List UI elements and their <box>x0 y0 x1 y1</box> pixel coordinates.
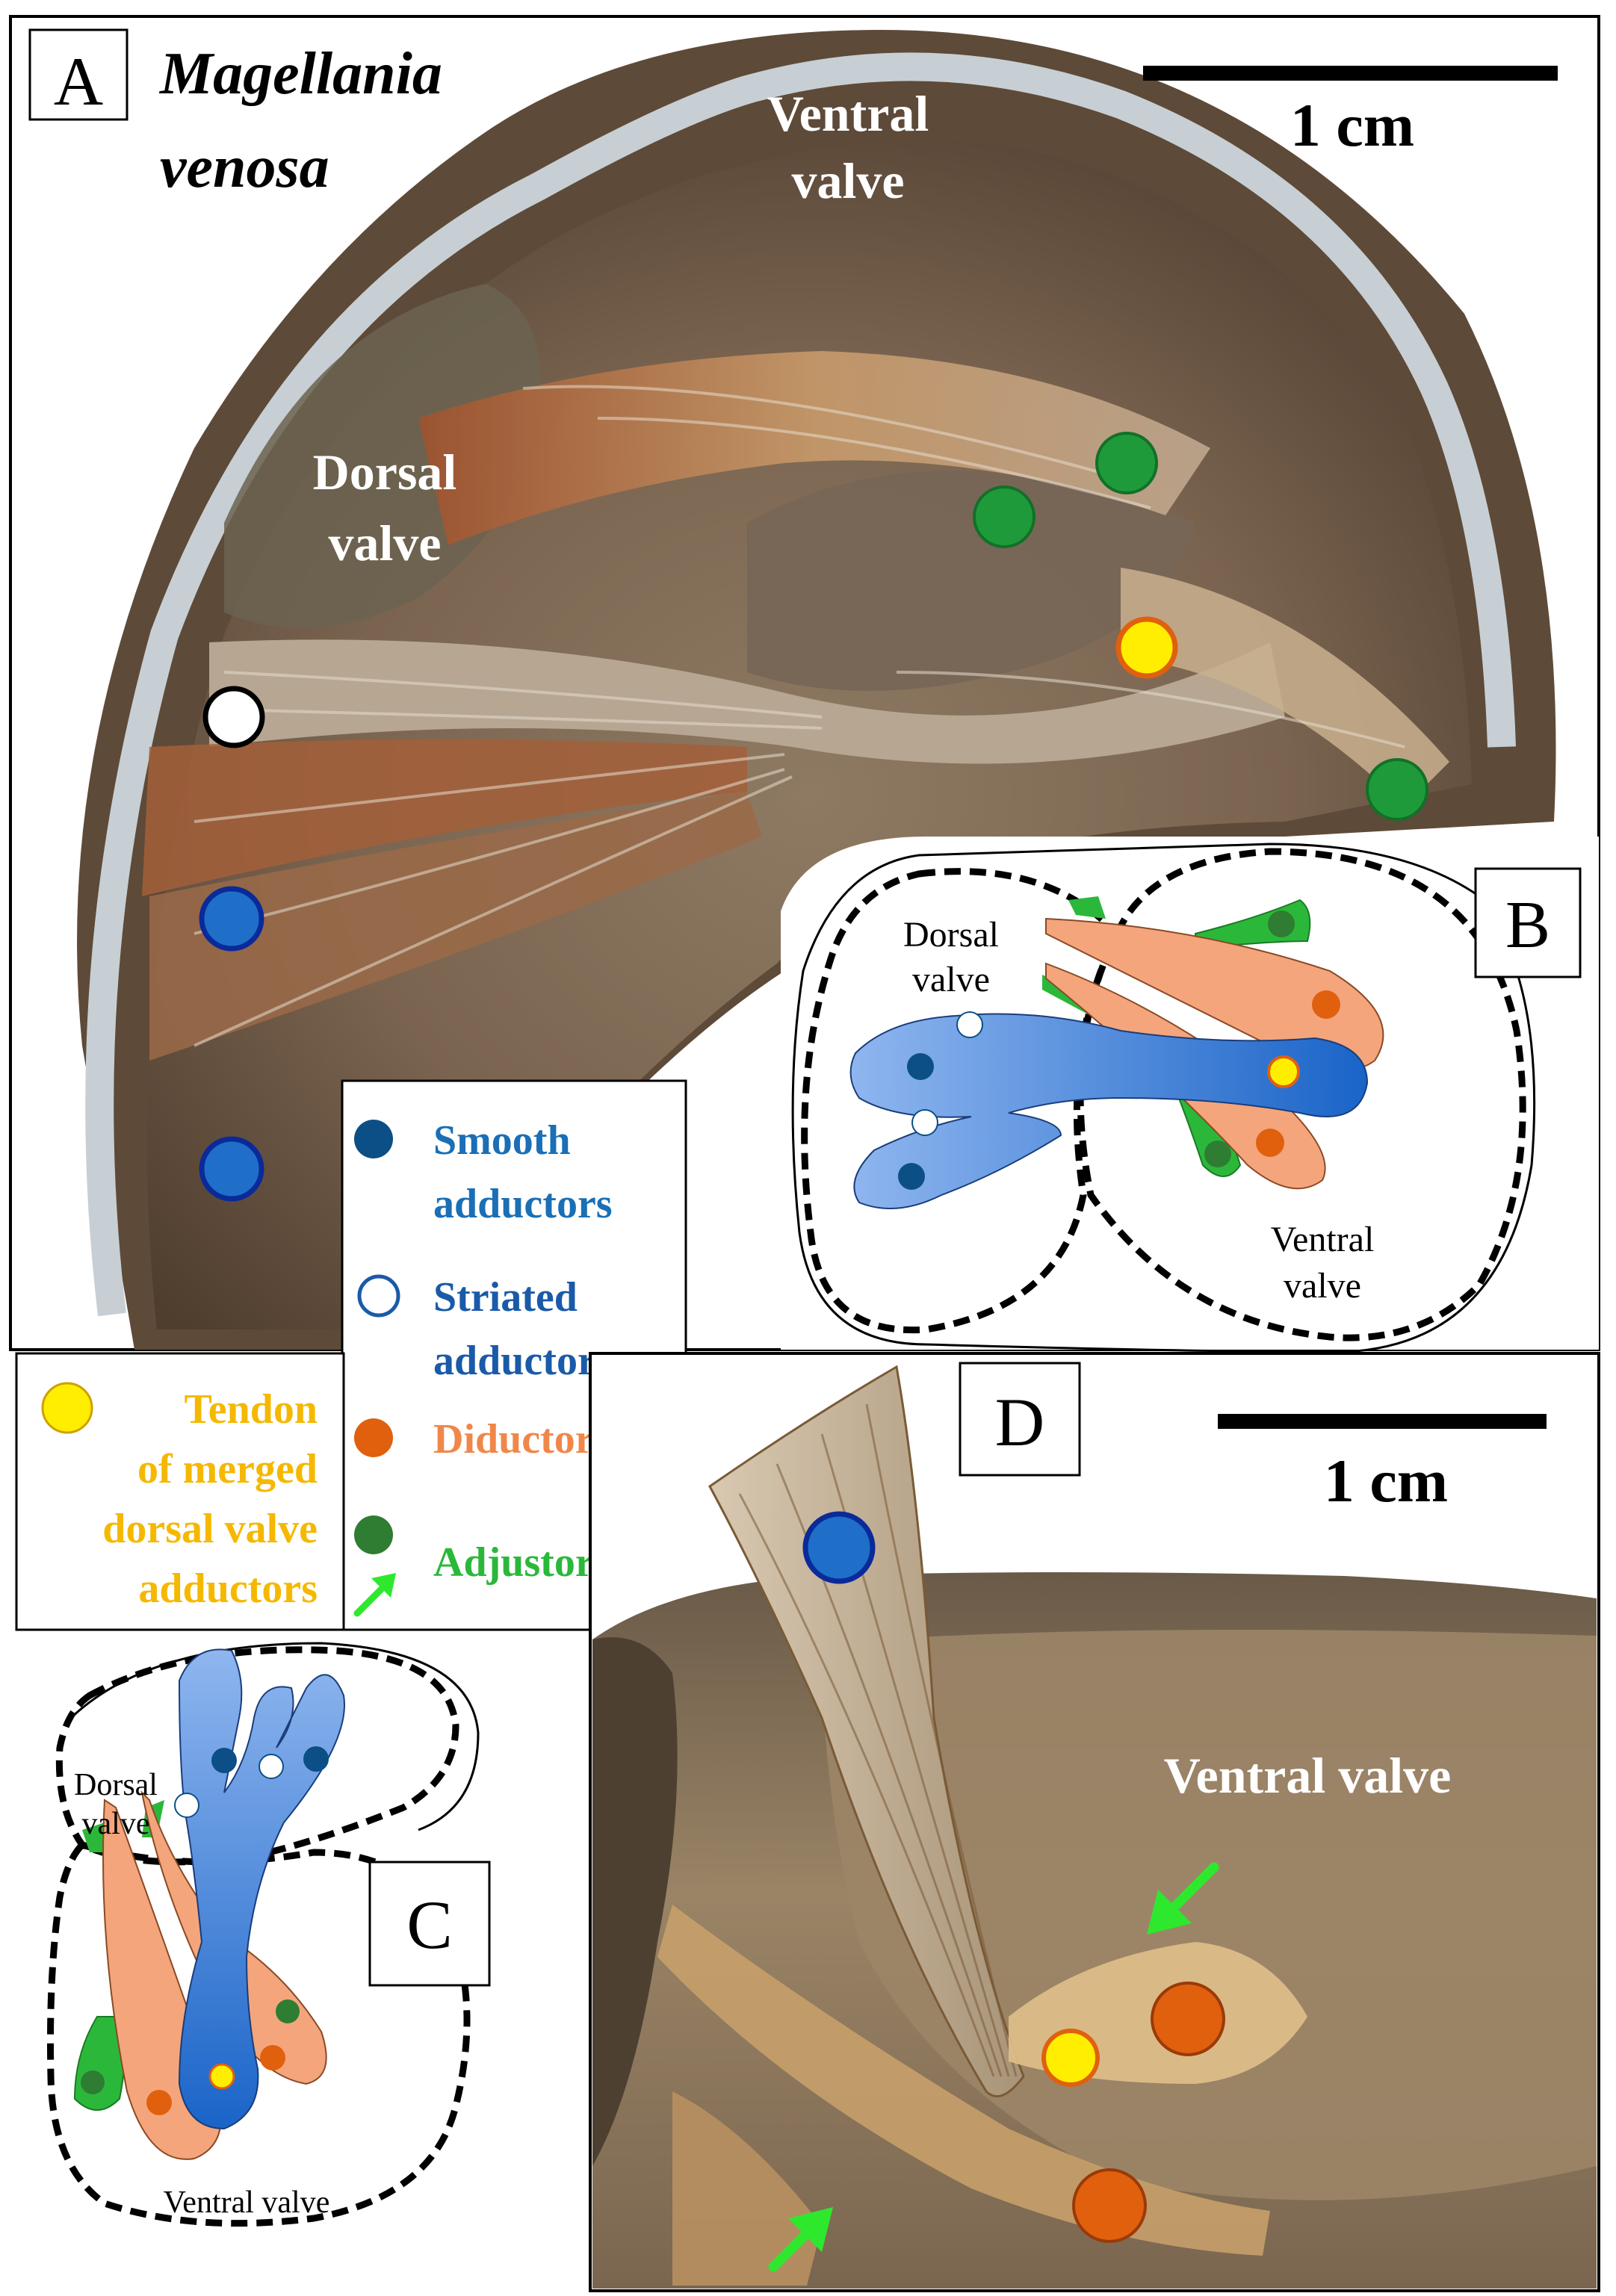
c-ventral-label: Ventral valve <box>164 2185 330 2220</box>
species-name-line2: venosa <box>160 134 329 200</box>
ventral-valve-label-a-2: valve <box>791 152 904 209</box>
scale-label-d: 1 cm <box>1324 1447 1448 1515</box>
legend-adjustors: Adjustors <box>433 1539 610 1586</box>
c-marker-diductor-1 <box>146 2090 172 2115</box>
panel-c-label: C <box>406 1887 452 1963</box>
panel-a-label: A <box>54 43 103 120</box>
panel-c-label-box <box>368 1861 491 1987</box>
panel-c: Dorsal valve Ventral valve C <box>47 1642 491 2227</box>
legend-tendon-1: Tendon <box>185 1386 318 1433</box>
d-green-arrow-icon-upper <box>1147 1862 1219 1934</box>
marker-smooth-a1 <box>199 886 264 952</box>
b-ventral-label-2: valve <box>1284 1266 1361 1306</box>
legend-smooth-2: adductors <box>433 1181 613 1227</box>
panel-d-label: D <box>995 1384 1044 1460</box>
panel-b: Dorsal valve Ventral valve B <box>781 837 1599 1353</box>
marker-adjustor-a3 <box>1366 758 1428 821</box>
b-dorsal-label-2: valve <box>912 960 990 999</box>
panel-a: A Magellania venosa 1 cm Ventral valve D… <box>9 15 1600 1351</box>
dorsal-valve-label-a-1: Dorsal <box>313 444 457 500</box>
b-marker-tendon <box>1267 1055 1300 1088</box>
panel-a-label-box <box>28 28 129 121</box>
legend: Smooth adductors Striated adductors Didu… <box>15 1079 687 1631</box>
legend-tendon-swatch <box>41 1382 93 1434</box>
b-marker-diductor-2 <box>1256 1129 1284 1157</box>
b-marker-diductor-1 <box>1312 990 1340 1019</box>
b-ventral-label-1: Ventral <box>1271 1220 1375 1259</box>
panel-d-label-box <box>959 1362 1081 1477</box>
right-muscle-fan <box>1121 568 1449 807</box>
b-adjustor-top-left <box>1068 896 1106 919</box>
d-adjustor-fan <box>672 2091 822 2286</box>
panel-b-label: B <box>1505 888 1550 962</box>
legend-adjustor-swatch <box>354 1515 393 1554</box>
b-diductor-upper <box>1045 917 1384 1071</box>
panel-d: D 1 cm Ventral valve <box>589 1352 1600 2292</box>
scale-bar-d <box>1218 1414 1547 1429</box>
c-ventral-outline <box>47 1840 471 2227</box>
c-marker-striated-1 <box>174 1793 199 1818</box>
b-dorsal-label-1: Dorsal <box>903 915 999 955</box>
dorsal-valve-cavity <box>224 284 541 628</box>
d-marker-diductor-2 <box>1072 2168 1147 2243</box>
legend-diductor-swatch <box>354 1418 393 1457</box>
c-marker-smooth-2 <box>303 1746 329 1772</box>
c-marker-adjustor-1 <box>81 2070 105 2094</box>
b-ventral-outline <box>1077 848 1526 1341</box>
c-dorsal-outline <box>55 1646 459 1866</box>
legend-striated-1: Striated <box>433 1274 578 1321</box>
c-marker-adjustor-2 <box>276 1999 300 2023</box>
legend-diductors: Diductors <box>433 1416 610 1462</box>
c-marker-diductor-2 <box>260 2045 285 2070</box>
d-dark-left <box>592 1637 678 2166</box>
marker-tendon-a <box>1115 616 1178 679</box>
c-marker-tendon <box>208 2063 235 2090</box>
green-arrow-icon <box>353 1573 396 1617</box>
b-smooth-adductor <box>849 1013 1369 1209</box>
d-green-arrow-icon-lower <box>768 2207 833 2272</box>
species-name-line1: Magellania <box>158 41 442 107</box>
panel-b-label-box <box>1474 867 1582 978</box>
legend-striated-2: adductors <box>433 1338 613 1384</box>
d-diductor-fan-lower <box>657 1905 1270 2256</box>
b-marker-smooth-2 <box>898 1163 925 1190</box>
b-marker-adjustor-2 <box>1204 1141 1231 1167</box>
legend-smooth-swatch <box>354 1120 393 1158</box>
b-marker-striated-1 <box>956 1011 983 1038</box>
lower-cavity <box>747 471 1195 691</box>
upper-muscle-band <box>418 351 1210 545</box>
c-marker-striated-2 <box>259 1754 284 1779</box>
scale-label-a: 1 cm <box>1290 91 1414 159</box>
marker-adjustor-a2 <box>973 485 1035 548</box>
central-tendon-band <box>209 639 1285 764</box>
d-ventral-label: Ventral valve <box>1164 1747 1452 1804</box>
c-marker-smooth-1 <box>211 1748 237 1773</box>
marker-adjustor-a1 <box>1095 432 1158 494</box>
b-marker-adjustor-1 <box>1268 910 1295 937</box>
c-shell-outline <box>69 1642 480 1831</box>
legend-tendon-3: dorsal valve <box>102 1506 318 1552</box>
dorsal-valve-label-a-2: valve <box>328 515 441 571</box>
marker-smooth-a2 <box>199 1136 264 1202</box>
d-marker-diductor-1 <box>1151 1982 1225 2056</box>
legend-tendon-2: of merged <box>137 1446 318 1492</box>
fibre-lines <box>194 385 1405 1047</box>
c-dorsal-label-2: valve <box>82 1807 150 1841</box>
legend-smooth-1: Smooth <box>433 1117 571 1164</box>
d-marker-smooth <box>802 1511 876 1584</box>
scale-bar-a <box>1143 66 1558 81</box>
c-dorsal-label-1: Dorsal <box>74 1768 158 1802</box>
marker-striated-a <box>202 686 265 748</box>
shell-rim <box>85 52 1516 1317</box>
b-marker-smooth-1 <box>907 1053 934 1080</box>
d-marker-tendon <box>1041 2029 1100 2087</box>
legend-tendon-4: adductors <box>138 1566 318 1612</box>
ventral-valve-label-a-1: Ventral <box>767 85 929 142</box>
legend-striated-swatch <box>357 1274 400 1318</box>
b-marker-striated-2 <box>911 1109 938 1136</box>
left-muscle-band <box>142 739 747 896</box>
